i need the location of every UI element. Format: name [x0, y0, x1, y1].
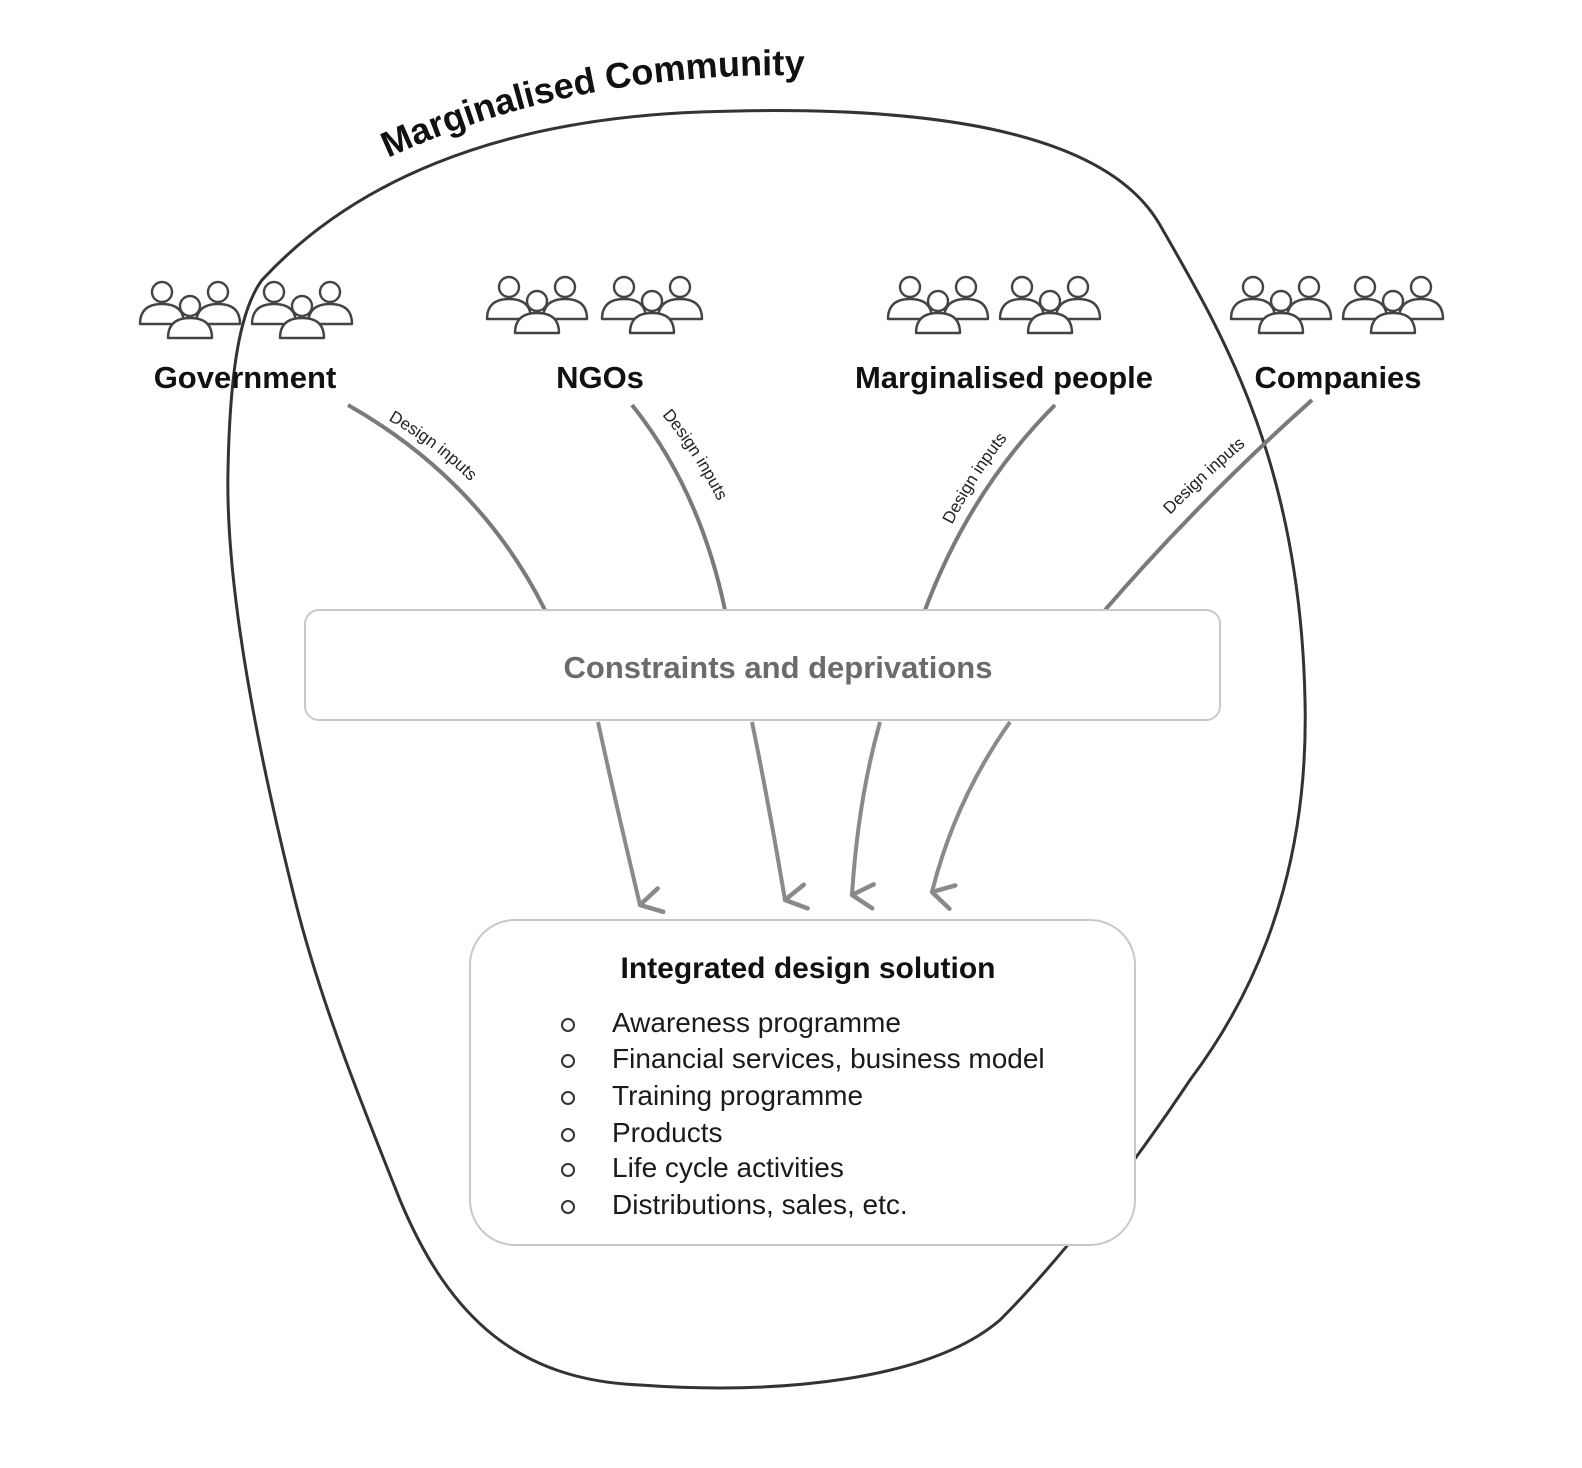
list-item: Products: [561, 1117, 723, 1148]
companies-people-icon: [1231, 277, 1443, 333]
solution-box: [469, 919, 1136, 1246]
bullet-icon: [561, 1128, 575, 1142]
bullet-icon: [561, 1054, 575, 1068]
arrow-to-solution-4: [929, 720, 1012, 911]
bullet-icon: [561, 1163, 575, 1177]
connector-marginalised-people: [923, 403, 1057, 611]
stakeholder-label-companies: Companies: [1254, 360, 1421, 395]
solution-title: Integrated design solution: [620, 952, 995, 985]
solution-item-text: Training programme: [612, 1080, 863, 1111]
connector-ngos: [630, 403, 727, 611]
list-item: Distributions, sales, etc.: [561, 1189, 908, 1220]
bullet-icon: [561, 1091, 575, 1105]
list-item: Financial services, business model: [561, 1043, 1045, 1074]
constraints-label: Constraints and deprivations: [564, 650, 993, 685]
edge-label-government: Design inputs: [386, 407, 481, 484]
solution-item-text: Financial services, business model: [612, 1043, 1045, 1074]
solution-item-text: Life cycle activities: [612, 1152, 844, 1183]
edge-label-ngos: Design inputs: [659, 405, 732, 503]
solution-item-text: Products: [612, 1117, 723, 1148]
list-item: Awareness programme: [561, 1007, 901, 1038]
community-title: Marginalised Community: [375, 42, 805, 165]
constraints-box: [304, 609, 1221, 721]
edge-label-marginalised-people: Design inputs: [939, 429, 1011, 527]
ngos-people-icon: [487, 277, 702, 333]
arrow-to-solution-3: [849, 721, 882, 911]
connector-government: [347, 403, 547, 611]
marginalised-people-icon: [888, 277, 1100, 333]
list-item: Training programme: [561, 1080, 863, 1111]
stakeholder-label-government: Government: [154, 360, 337, 395]
solution-item-text: Distributions, sales, etc.: [612, 1189, 908, 1220]
arrow-to-solution-1: [596, 721, 666, 915]
bullet-icon: [561, 1018, 575, 1032]
stakeholder-label-ngos: NGOs: [556, 360, 644, 395]
arrow-to-solution-2: [750, 721, 810, 911]
solution-list: Awareness programme Financial services, …: [561, 1007, 1045, 1220]
solution-item-text: Awareness programme: [612, 1007, 901, 1038]
connector-companies: [1103, 398, 1314, 612]
bullet-icon: [561, 1200, 575, 1214]
stakeholder-label-marginalised-people: Marginalised people: [855, 360, 1153, 395]
list-item: Life cycle activities: [561, 1152, 844, 1183]
